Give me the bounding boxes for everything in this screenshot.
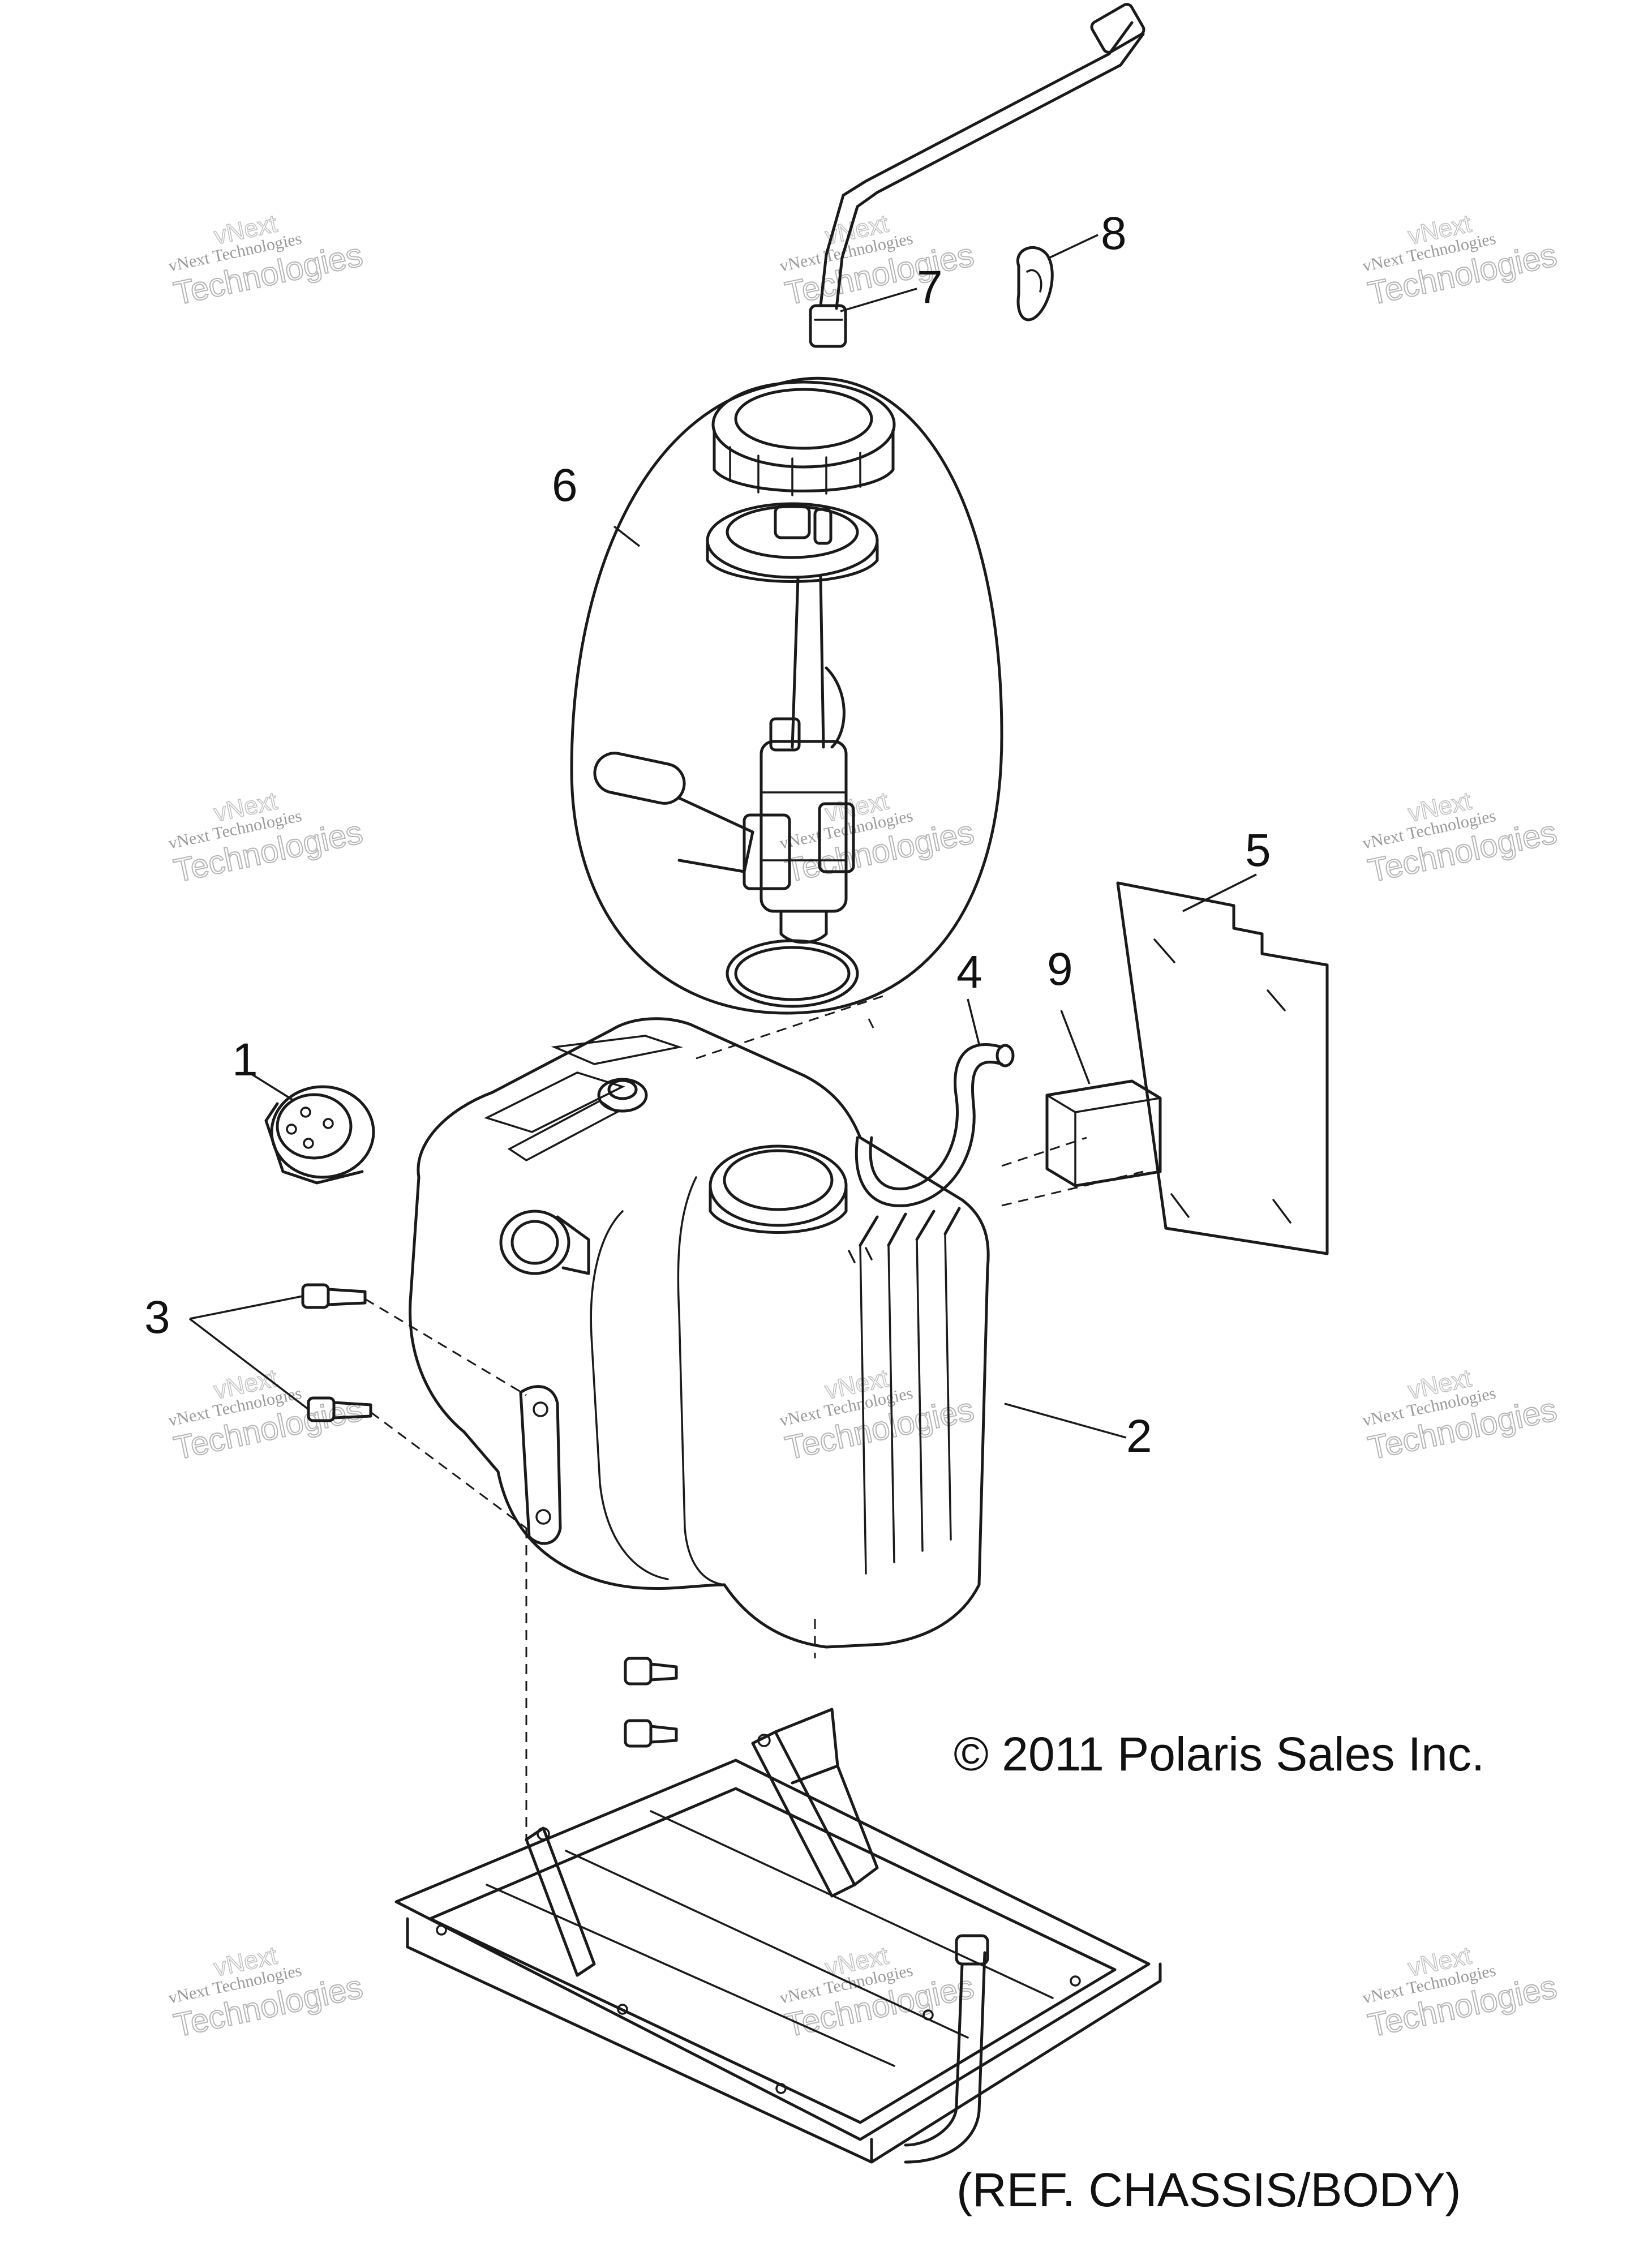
watermark: vNext vNext Technologies Technologies	[778, 787, 978, 890]
watermark: vNext vNext Technologies Technologies	[778, 209, 978, 313]
bolts-part-3	[301, 1283, 678, 1748]
callout-3: 3	[144, 1292, 170, 1343]
callout-1: 1	[232, 1034, 258, 1086]
reference-note: (REF. CHASSIS/BODY)	[956, 2163, 1461, 2216]
watermark: vNext vNext Technologies Technologies	[1361, 209, 1561, 313]
watermark: vNext vNext Technologies Technologies	[167, 209, 367, 313]
leader-lines	[188, 234, 1257, 1439]
copyright-notice: © 2011 Polaris Sales Inc.	[954, 1727, 1484, 1781]
callout-7: 7	[917, 261, 943, 313]
fuel-pump-assembly-part-6	[570, 376, 1003, 1015]
watermark: vNext vNext Technologies Technologies	[1361, 1364, 1561, 1468]
callouts: 1 2 3 4 5 6 7 8 9	[144, 208, 1271, 1462]
fuel-cap-part-1	[264, 1085, 375, 1185]
callout-4: 4	[956, 946, 982, 998]
watermark: vNext vNext Technologies Technologies	[1361, 787, 1561, 890]
callout-5: 5	[1245, 825, 1271, 876]
bolt	[624, 1719, 678, 1748]
assembly-lines	[364, 995, 1144, 1839]
bolt	[624, 1657, 678, 1686]
watermark: vNext vNext Technologies Technologies	[167, 787, 367, 890]
watermark: vNext vNext Technologies Technologies	[167, 1941, 367, 2045]
hose-clamp-part-8	[1016, 246, 1054, 321]
fuel-line-part-7	[809, 3, 1145, 348]
callout-6: 6	[552, 460, 578, 511]
bolt	[301, 1283, 367, 1309]
fuel-tank-part-2	[409, 1017, 990, 1649]
decal-part-5	[1116, 881, 1329, 1255]
callout-8: 8	[1101, 208, 1127, 259]
vent-hose-part-4	[855, 1043, 1015, 1207]
watermark: vNext vNext Technologies Technologies	[1361, 1941, 1561, 2045]
watermark: vNext vNext Technologies Technologies	[778, 1364, 978, 1468]
callout-9: 9	[1047, 944, 1073, 995]
chassis-frame	[394, 1708, 1162, 2164]
callout-2: 2	[1126, 1410, 1152, 1462]
foam-pad-part-9	[1045, 1079, 1162, 1187]
